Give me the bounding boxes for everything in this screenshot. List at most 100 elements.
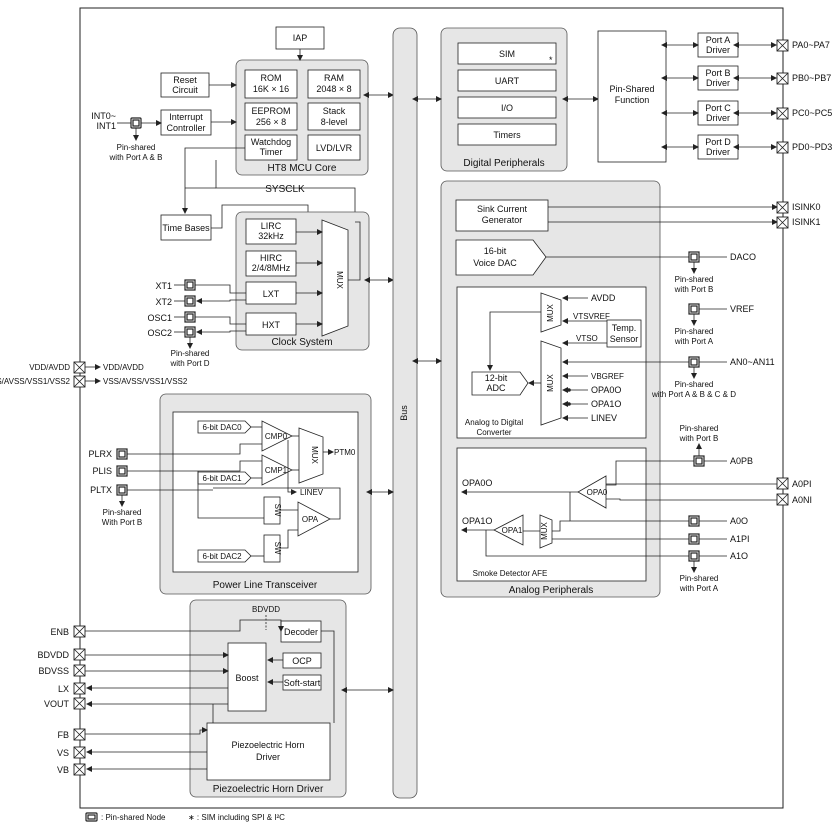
sink-current-label: Sink Current <box>477 204 528 214</box>
a0o-label: A0O <box>730 516 748 526</box>
port-b-label2: Driver <box>706 78 730 88</box>
daco-note: Pin-shared <box>675 275 714 284</box>
vss-label: VSS/AVSS/VSS1/VSS2 <box>0 377 71 386</box>
cmp1-symbol <box>261 454 293 486</box>
eeprom-size: 256 × 8 <box>256 117 286 127</box>
voice-dac-label: 16-bit <box>484 246 507 256</box>
opa0o-adc-label: OPA0O <box>591 385 621 395</box>
ocp-label: OCP <box>292 656 312 666</box>
analog-peripherals-title: Analog Peripherals <box>509 585 594 596</box>
opa1-symbol <box>493 514 524 546</box>
pa-pin-label: PA0~PA7 <box>792 40 830 50</box>
vss-out-label: VSS/AVSS/VSS1/VSS2 <box>103 377 188 386</box>
cmp0-label: CMP0 <box>265 432 288 441</box>
smoke-mux-label: MUX <box>540 521 549 539</box>
vref-label: VREF <box>730 304 755 314</box>
a1o-label: A1O <box>730 551 748 561</box>
pd-pin-label: PD0~PD3 <box>792 142 832 152</box>
dac0-label: 6-bit DAC0 <box>202 423 242 432</box>
timers-label: Timers <box>493 130 521 140</box>
watchdog-block <box>244 134 298 161</box>
a1pi-label: A1PI <box>730 534 750 544</box>
port-b-label: Port B <box>705 68 730 78</box>
reset-label: Reset <box>173 75 197 85</box>
lirc-block <box>245 218 297 245</box>
io-label: I/O <box>501 103 513 113</box>
horn-title: Piezoelectric Horn Driver <box>213 784 324 795</box>
vdd-label: VDD/AVDD <box>29 363 70 372</box>
port-d-label2: Driver <box>706 147 730 157</box>
soft-start-block <box>282 674 322 691</box>
xt1-pin: XT1 <box>155 281 172 291</box>
ptm0-label: PTM0 <box>334 448 356 457</box>
xt2-pin: XT2 <box>155 297 172 307</box>
plt-pin-note: Pin-shared <box>103 508 142 517</box>
temp-sensor-block <box>606 319 642 348</box>
hirc-block <box>245 250 297 277</box>
vtso-label: VTSO <box>576 334 598 343</box>
smoke-detector-group <box>456 447 647 582</box>
vb-pin: VB <box>57 765 69 775</box>
int-pin-label2: INT1 <box>96 121 116 131</box>
smoke-note2b: with Port A <box>679 584 719 593</box>
vtsvref-label: VTSVREF <box>573 312 610 321</box>
boost-block <box>227 642 267 712</box>
plis-pin: PLIS <box>92 466 112 476</box>
fb-pin: FB <box>57 730 69 740</box>
digital-peripherals-title: Digital Peripherals <box>463 158 544 169</box>
horn-driver-block <box>206 722 331 781</box>
time-bases-block <box>160 214 212 241</box>
avdd-label: AVDD <box>591 293 616 303</box>
clock-mux-label: MUX <box>335 271 344 289</box>
interrupt-label: Interrupt <box>169 112 203 122</box>
enb-pin: ENB <box>50 627 69 637</box>
sink-current-label2: Generator <box>482 215 523 225</box>
port-c-label2: Driver <box>706 113 730 123</box>
vdd-out-label: VDD/AVDD <box>103 363 144 372</box>
bus <box>392 27 418 799</box>
temp-label2: Sensor <box>610 334 639 344</box>
adc-mux-top-label: MUX <box>546 303 555 321</box>
mcu-core-title: HT8 MCU Core <box>268 163 337 174</box>
opa0-label: OPA0 <box>587 488 608 497</box>
int-pin-note: Pin-shared <box>117 143 156 152</box>
lxt-label: LXT <box>263 289 280 299</box>
int-pin-note2: with Port A & B <box>109 153 163 162</box>
ram-block <box>307 69 361 99</box>
watchdog-label: Watchdog <box>251 137 291 147</box>
port-d-label: Port D <box>705 137 731 147</box>
lirc-label: LIRC <box>261 221 282 231</box>
linev-adc-label: LINEV <box>591 413 617 423</box>
sw2-label: SW <box>273 542 282 555</box>
pltx-pin: PLTX <box>90 485 112 495</box>
isink0-label: ISINK0 <box>792 202 821 212</box>
opa1o-smoke-label: OPA1O <box>462 516 492 526</box>
osc1-pin: OSC1 <box>147 313 172 323</box>
decoder-label: Decoder <box>284 627 318 637</box>
reset-label2: Circuit <box>172 85 198 95</box>
sim-star: * <box>549 55 553 65</box>
adc-title2: Converter <box>476 428 511 437</box>
clock-pin-note2: with Port D <box>169 359 209 368</box>
cmp0-symbol <box>261 420 293 452</box>
soft-start-label: Soft-start <box>284 678 321 688</box>
plt-pin-note2: With Port B <box>102 518 142 527</box>
sim-block <box>457 42 557 65</box>
vref-note2: with Port A <box>674 337 714 346</box>
interrupt-label2: Controller <box>166 123 205 133</box>
adc-title: Analog to Digital <box>465 418 523 427</box>
opa1o-adc-label: OPA1O <box>591 399 621 409</box>
horn-pins <box>73 625 86 776</box>
cmp1-label: CMP1 <box>265 466 288 475</box>
voice-dac-label2: Voice DAC <box>473 258 517 268</box>
lx-pin: LX <box>58 684 69 694</box>
lirc-freq: 32kHz <box>258 231 284 241</box>
plt-mux <box>298 427 324 484</box>
clock-pin-note: Pin-shared <box>171 349 210 358</box>
bdvdd-pin: BDVDD <box>37 650 69 660</box>
lvd-label: LVD/LVR <box>316 143 353 153</box>
vout-pin: VOUT <box>44 699 70 709</box>
eeprom-label: EEPROM <box>251 106 290 116</box>
adc-label2: ADC <box>486 383 506 393</box>
